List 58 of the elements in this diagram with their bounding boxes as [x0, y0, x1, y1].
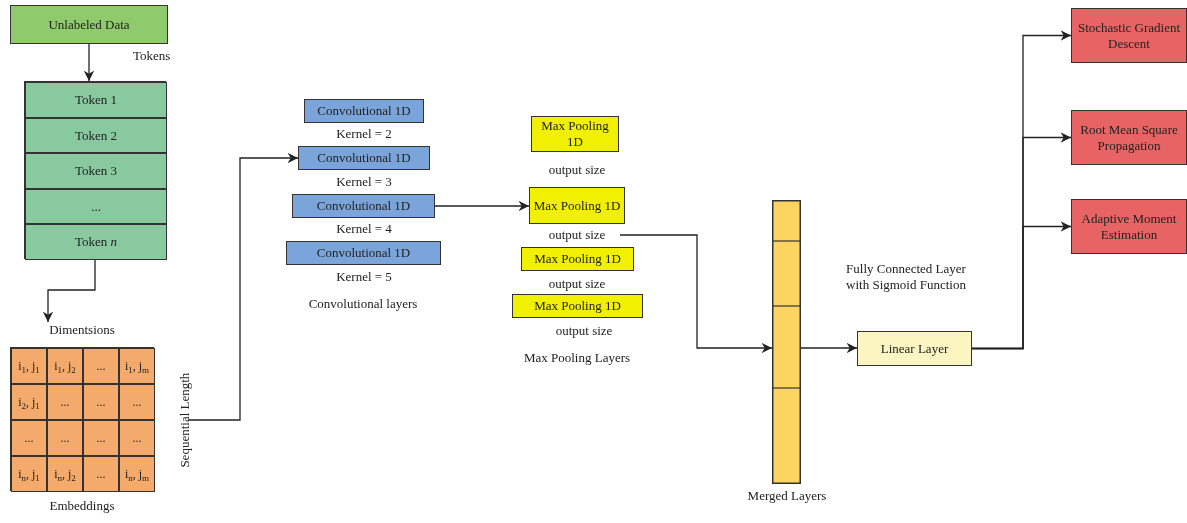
kernel-label: Kernel = 4	[335, 221, 393, 238]
token-cell: Token 2	[25, 117, 167, 154]
group-caption: Max Pooling Layers	[522, 350, 632, 367]
matrix-cell: ...	[47, 384, 83, 420]
token-cell: ...	[25, 188, 167, 225]
matrix-cell: i$_{1}$, j$_{1}$	[11, 348, 47, 384]
arrow	[187, 152, 299, 421]
matrix-cell: ...	[83, 456, 119, 492]
arrow	[434, 200, 530, 212]
matrix-cell: ...	[83, 384, 119, 420]
token-cell: Token 1	[25, 82, 167, 118]
token-stack	[24, 81, 166, 259]
optimizer-box: Stochastic Gradient Descent	[1071, 8, 1187, 63]
arrow	[83, 43, 95, 82]
matrix-cell: i$_{n}$, j$_{1}$	[11, 456, 47, 492]
conv-layer-box: Convolutional 1D	[304, 99, 424, 123]
token-cell: Token 3	[25, 153, 167, 189]
matrix-cell: ...	[83, 348, 119, 384]
conv-layer-box: Convolutional 1D	[298, 146, 430, 170]
arrow	[619, 234, 773, 354]
arrow	[42, 258, 96, 323]
output-size-label: output size	[547, 276, 607, 293]
matrix-cell: ...	[119, 420, 155, 456]
matrix-caption: Embeddings	[48, 498, 116, 515]
token-cell: Token n	[25, 224, 167, 260]
layer-caption: Merged Layers	[746, 488, 828, 505]
optimizer-box: Root Mean Square Propagation	[1071, 110, 1187, 165]
linear-layer-box: Linear Layer	[857, 331, 972, 366]
conv-layer-box: Convolutional 1D	[286, 241, 441, 265]
output-size-label: output size	[547, 162, 607, 179]
matrix-cell: ...	[83, 420, 119, 456]
optimizer-box: Adaptive Moment Estimation	[1071, 199, 1187, 254]
output-size-label: output size	[547, 227, 607, 244]
matrix-heading: Dimentsions	[48, 322, 116, 339]
matrix-cell: i$_{2}$, j$_{1}$	[11, 384, 47, 420]
conv-layer-box: Convolutional 1D	[292, 194, 435, 218]
arrow	[971, 221, 1072, 350]
matrix-cell: ...	[47, 420, 83, 456]
pooling-layer-box: Max Pooling 1D	[529, 187, 625, 224]
kernel-label: Kernel = 5	[335, 269, 393, 286]
axis-label: Sequential Length	[176, 371, 193, 470]
arrow	[800, 342, 858, 354]
pooling-layer-box: Max Pooling 1D	[521, 247, 634, 271]
kernel-label: Kernel = 3	[335, 174, 393, 191]
matrix-cell: i$_{1}$, j$_{m}$	[119, 348, 155, 384]
layer-caption: Fully Connected Layer with Sigmoid Function	[845, 261, 967, 294]
matrix-cell: ...	[11, 420, 47, 456]
matrix-cell: i$_{n}$, j$_{m}$	[119, 456, 155, 492]
group-caption: Convolutional layers	[307, 296, 419, 313]
output-size-label: output size	[554, 323, 614, 340]
matrix-cell: i$_{n}$, j$_{2}$	[47, 456, 83, 492]
matrix-cell: i$_{1}$, j$_{2}$	[47, 348, 83, 384]
pooling-layer-box: Max Pooling 1D	[512, 294, 643, 318]
merged-layer-bar	[772, 200, 801, 484]
kernel-label: Kernel = 2	[335, 126, 393, 143]
pooling-layer-box: Max Pooling 1D	[531, 116, 619, 152]
matrix-cell: ...	[119, 384, 155, 420]
input-data-box: Unlabeled Data	[10, 5, 168, 44]
